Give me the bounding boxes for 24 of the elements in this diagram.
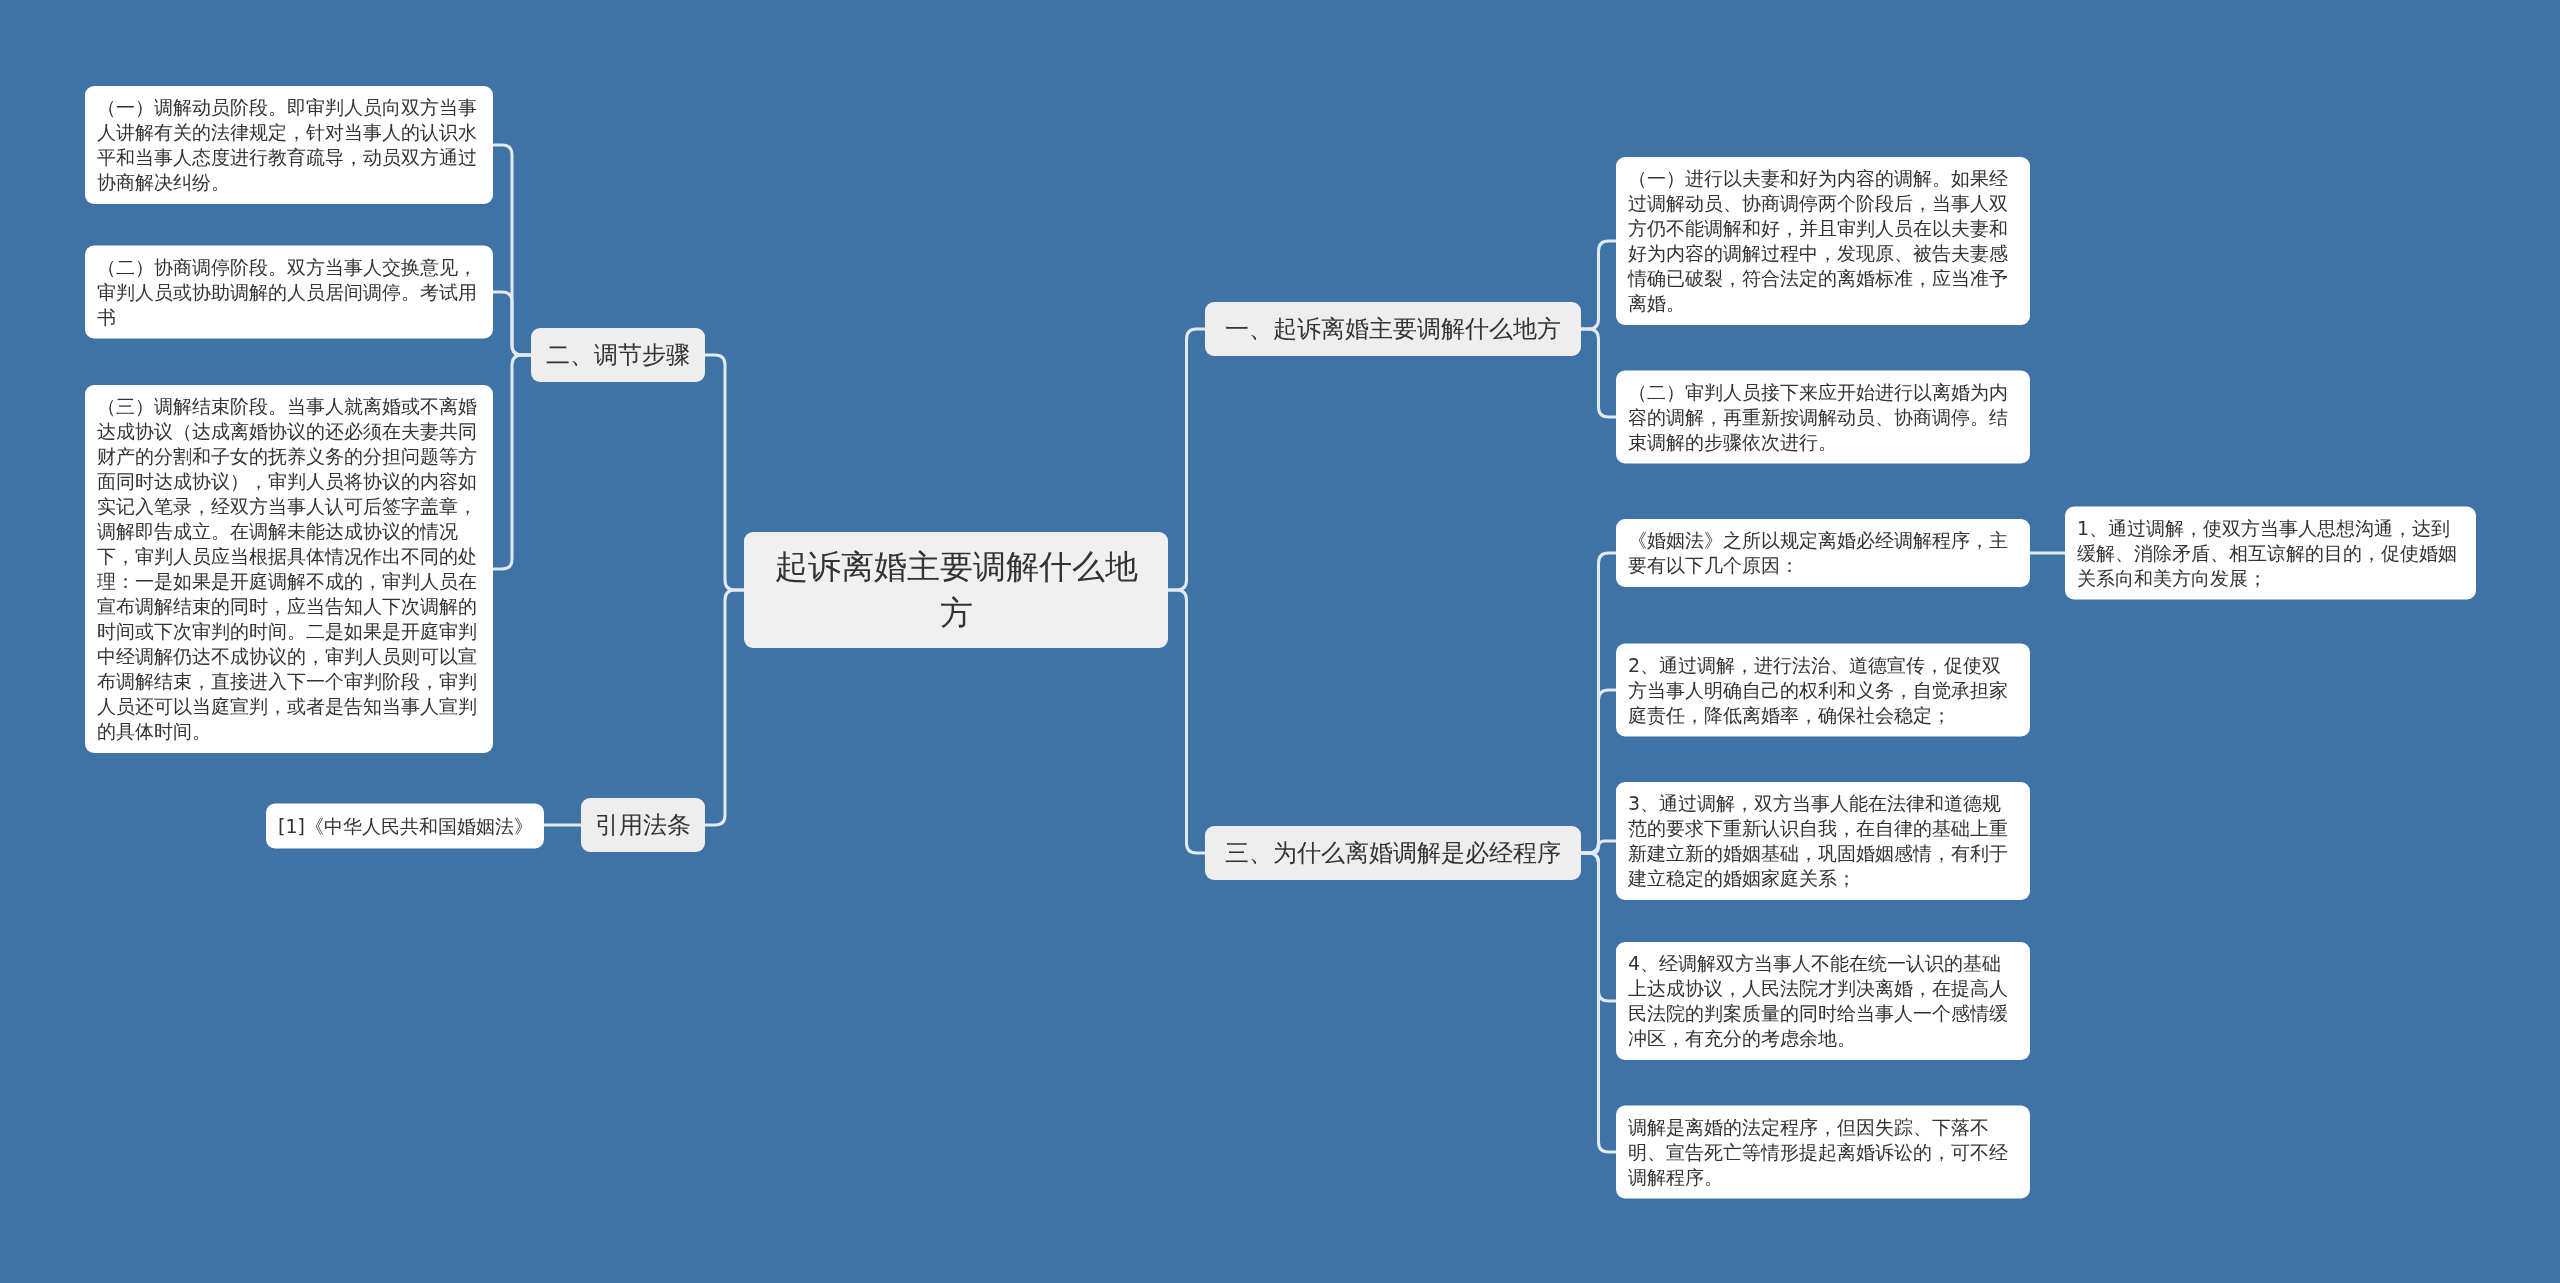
connector-line (1168, 588, 1205, 855)
connector-line (705, 588, 744, 827)
text-card: 调解是离婚的法定程序，但因失踪、下落不明、宣告死亡等情形提起离婚诉讼的，可不经调解程序。 (1616, 1105, 2030, 1199)
text-card: [1]《中华人民共和国婚姻法》 (266, 803, 544, 849)
connector-line (493, 353, 531, 571)
central-topic-box: 起诉离婚主要调解什么地方 (744, 532, 1168, 648)
text-card: （二）审判人员接下来应开始进行以离婚为内容的调解，再重新按调解动员、协商调停。结束调解的步骤依次进行。 (1616, 370, 2030, 464)
topic-box: 引用法条 (581, 798, 705, 852)
connector-line (1581, 327, 1616, 419)
topic-box: 二、调节步骤 (531, 328, 705, 382)
connector-line (544, 823, 581, 827)
connector-line (1581, 851, 1616, 1154)
topic-box: 一、起诉离婚主要调解什么地方 (1205, 302, 1581, 356)
text-card: （三）调解结束阶段。当事人就离婚或不离婚达成协议（达成离婚协议的还必须在夫妻共同财产的分割和子女的抚养义务的分担问题等方面同时达成协议），审判人员将协议的内容如实记入笔录，经双方当事人认可后签字盖章，调解即告成立。在调解未能达成协议的情况下，审判人员应当根据具体情况作出不同的处理：一是如果是开庭调解不成的，审判人员在宣布调解结束的同时，应当告知人下次调解的时间或下次审判的时间。二是如果是开庭审判中经调解仍达不成协议的，审判人员则可以宣布调解结束，直接进入下一个审判阶段，审判人员还可以当庭宣判，或者是告知当事人宣判的具体时间。 (85, 385, 493, 753)
text-card: （一）调解动员阶段。即审判人员向双方当事人讲解有关的法律规定，针对当事人的认识水平和当事人态度进行教育疏导，动员双方通过协商解决纠纷。 (85, 86, 493, 204)
text-card: （一）进行以夫妻和好为内容的调解。如果经过调解动员、协商调停两个阶段后，当事人双方仍不能调解和好，并且审判人员在以夫妻和好为内容的调解过程中，发现原、被告夫妻感情确已破裂，符合法定的离婚标准，应当准予离婚。 (1616, 157, 2030, 325)
connector-line (2030, 551, 2065, 555)
text-card: 1、通过调解，使双方当事人思想沟通，达到缓解、消除矛盾、相互谅解的目的，促使婚姻关系向和美方向发展； (2065, 506, 2476, 600)
text-card: 4、经调解双方当事人不能在统一认识的基础上达成协议，人民法院才判决离婚，在提高人民法院的判案质量的同时给当事人一个感情缓冲区，有充分的考虑余地。 (1616, 942, 2030, 1060)
text-card: （二）协商调停阶段。双方当事人交换意见，审判人员或协助调解的人员居间调停。考试用书 (85, 245, 493, 339)
text-card: 《婚姻法》之所以规定离婚必经调解程序，主要有以下几个原因： (1616, 519, 2030, 587)
text-card: 3、通过调解，双方当事人能在法律和道德规范的要求下重新认识自我，在自律的基础上重新建立新的婚姻基础，巩固婚姻感情，有利于建立稳定的婚姻家庭关系； (1616, 782, 2030, 900)
text-card: 2、通过调解，进行法治、道德宣传，促使双方当事人明确自己的权利和义务，自觉承担家庭责任，降低离婚率，确保社会稳定； (1616, 643, 2030, 737)
topic-box: 三、为什么离婚调解是必经程序 (1205, 826, 1581, 880)
